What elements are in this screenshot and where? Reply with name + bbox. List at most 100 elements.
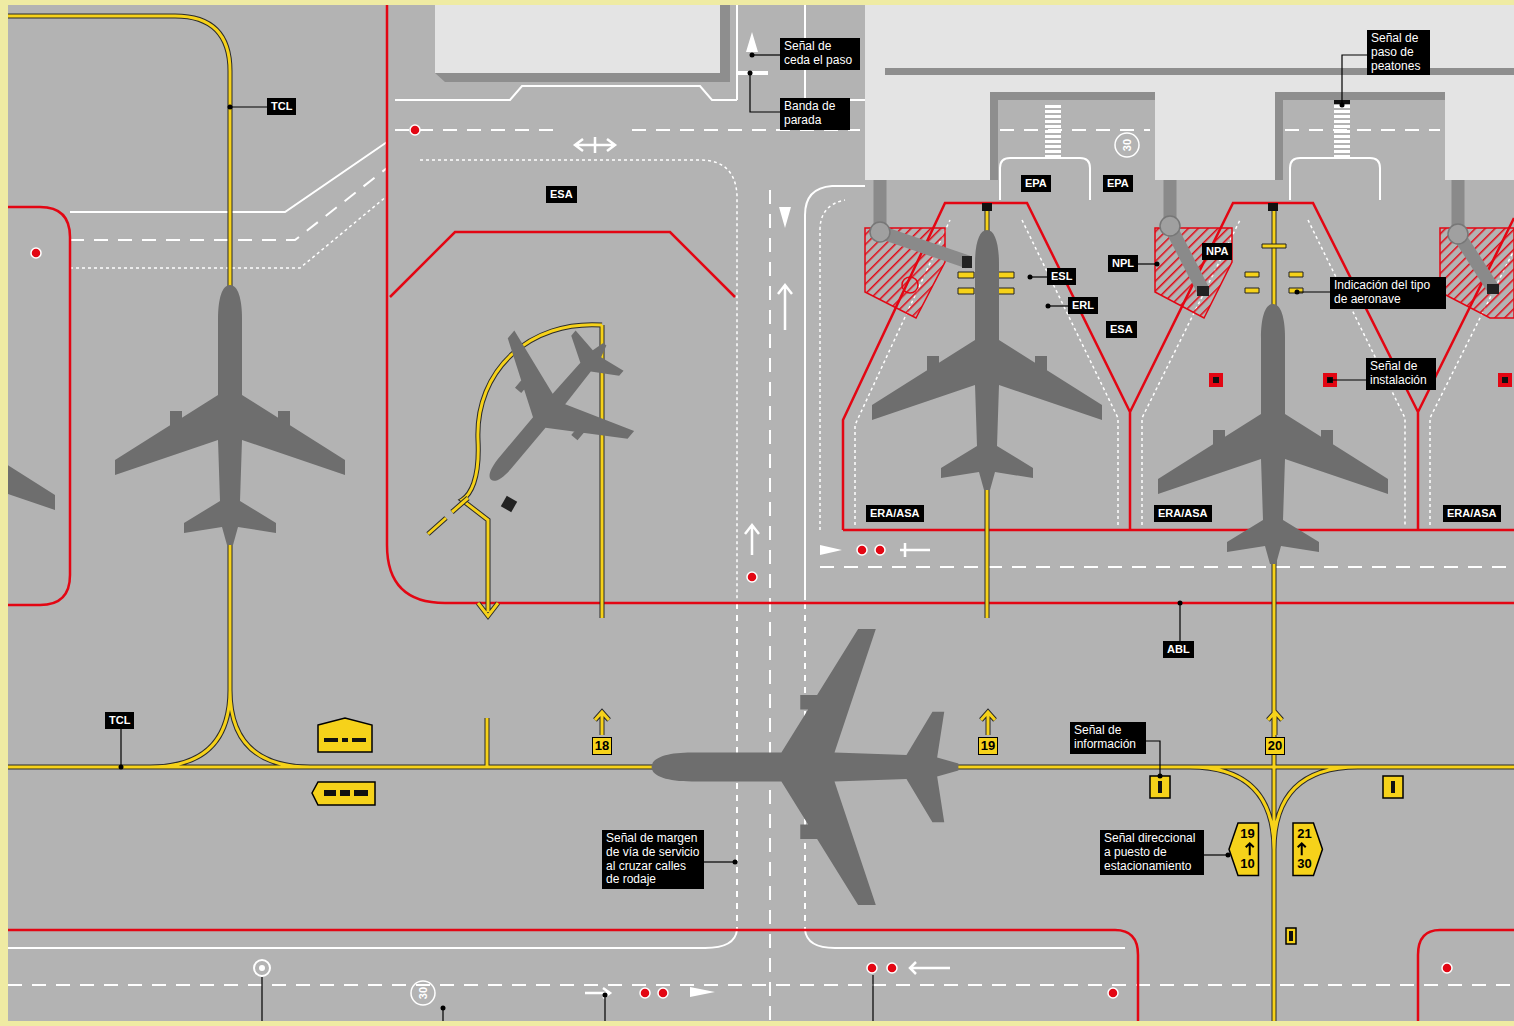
label-text: NPL <box>1112 257 1134 270</box>
label-text: NPA <box>1206 245 1228 258</box>
leader-dot <box>1046 304 1051 309</box>
leader-line <box>1330 379 1366 380</box>
aircraft <box>115 285 345 545</box>
callout-label: ERL <box>1068 297 1098 314</box>
label-text: ERL <box>1072 299 1094 312</box>
leader-dot <box>441 1006 446 1011</box>
building-shadow <box>435 5 1514 180</box>
leader-dot <box>1295 290 1300 295</box>
direction-sign: 1910 <box>1228 822 1259 877</box>
callout-label: Indicación del tipo de aeronave <box>1330 277 1446 309</box>
callout-label: Señal de margen de vía de servicio al cr… <box>602 830 704 889</box>
label-text: Señal direccional a puesto de estacionam… <box>1104 832 1200 873</box>
leader-dot <box>228 105 233 110</box>
taxi-line-edge <box>428 498 468 534</box>
leader-dot <box>1178 601 1183 606</box>
label-text: Señal de instalación <box>1370 360 1432 388</box>
apron-drawing <box>8 5 1514 1021</box>
leader-dot <box>733 860 738 865</box>
service-symbol <box>867 963 877 973</box>
callout-label: TCL <box>267 98 296 115</box>
leader-dot <box>1328 378 1333 383</box>
callout-label: Señal de información <box>1070 722 1146 754</box>
leader-dot <box>1340 103 1345 108</box>
callout-label: TCL <box>105 712 134 729</box>
sign-body <box>1293 823 1322 876</box>
nose-mark <box>982 203 1278 211</box>
label-text: Señal de paso de peatones <box>1371 32 1426 73</box>
aircraft <box>8 320 55 580</box>
label-text: 10 <box>1240 857 1254 871</box>
label-text: ESA <box>550 188 573 201</box>
label-text: ERA/ASA <box>1158 507 1208 520</box>
leader-line <box>1179 603 1180 641</box>
bridge-rotunda <box>870 222 890 242</box>
pedestrian-crossing <box>1334 103 1350 159</box>
label-text: 30 <box>1297 857 1311 871</box>
taxi-line <box>8 16 1514 1021</box>
leader-line <box>1204 854 1228 855</box>
road-centre-line <box>8 130 1514 1021</box>
speed-limit-ring <box>1115 133 1139 157</box>
callout-label: ESA <box>1106 321 1137 338</box>
label-text: ERA/ASA <box>1447 507 1497 520</box>
leader-dot <box>748 71 753 76</box>
label-text: ABL <box>1167 643 1190 656</box>
callout-label: ERA/ASA <box>1443 505 1501 522</box>
label-text: TCL <box>109 714 130 727</box>
sign-arrow <box>1298 843 1306 855</box>
leader-dot <box>1158 774 1163 779</box>
installation-mark-core <box>1213 377 1508 383</box>
road-arrow <box>575 137 950 998</box>
callout-label: NPL <box>1108 255 1138 272</box>
label-text: 19 <box>1240 827 1254 841</box>
bridge-rotunda <box>870 216 1468 244</box>
label-text: Señal de margen de vía de servicio al cr… <box>606 832 700 887</box>
leader-dot <box>1226 853 1231 858</box>
stand-number: 18 <box>592 737 612 755</box>
label-text: Señal de información <box>1074 724 1142 752</box>
callout-label: Señal direccional a puesto de estacionam… <box>1100 830 1204 875</box>
service-symbol <box>1442 963 1452 973</box>
taxi-line-edge <box>8 16 1514 1021</box>
speed-limit-ring <box>411 981 435 1005</box>
yellow-sign <box>312 718 1403 944</box>
tug <box>501 496 517 512</box>
leader-line <box>752 54 780 55</box>
service-symbol <box>875 545 885 555</box>
callout-label: EPA <box>1021 175 1051 192</box>
label-text: ESL <box>1051 270 1072 283</box>
callout-label: NPA <box>1202 243 1232 260</box>
stop-band <box>737 71 768 75</box>
installation-mark <box>1209 373 1512 387</box>
callout-label: Señal de instalación <box>1366 358 1436 390</box>
callout-label: EPA <box>1103 175 1133 192</box>
leader-line <box>1138 263 1157 264</box>
label-text: 18 <box>595 739 609 753</box>
label-text: 20 <box>1268 739 1282 753</box>
leader-line <box>1146 741 1160 776</box>
service-symbol <box>1108 988 1118 998</box>
bridge-rotunda <box>1160 216 1180 236</box>
ring-symbol <box>259 965 265 971</box>
leader-dot <box>119 765 124 770</box>
leader-line <box>1342 55 1367 105</box>
aircraft <box>1158 304 1388 564</box>
stand-number: 20 <box>1265 737 1285 755</box>
service-symbol <box>640 988 650 998</box>
leader-dot <box>1155 262 1160 267</box>
callout-label: ABL <box>1163 641 1194 658</box>
leader-line <box>1297 291 1330 292</box>
leader-dot <box>441 993 608 1011</box>
label-text: Indicación del tipo de aeronave <box>1334 279 1442 307</box>
leader-dot <box>1028 275 1033 280</box>
pedestrian-crossing <box>1045 103 1061 159</box>
leader-line <box>230 106 267 107</box>
label-text: TCL <box>271 100 292 113</box>
service-symbol <box>658 988 668 998</box>
label-text: EPA <box>1107 177 1129 190</box>
